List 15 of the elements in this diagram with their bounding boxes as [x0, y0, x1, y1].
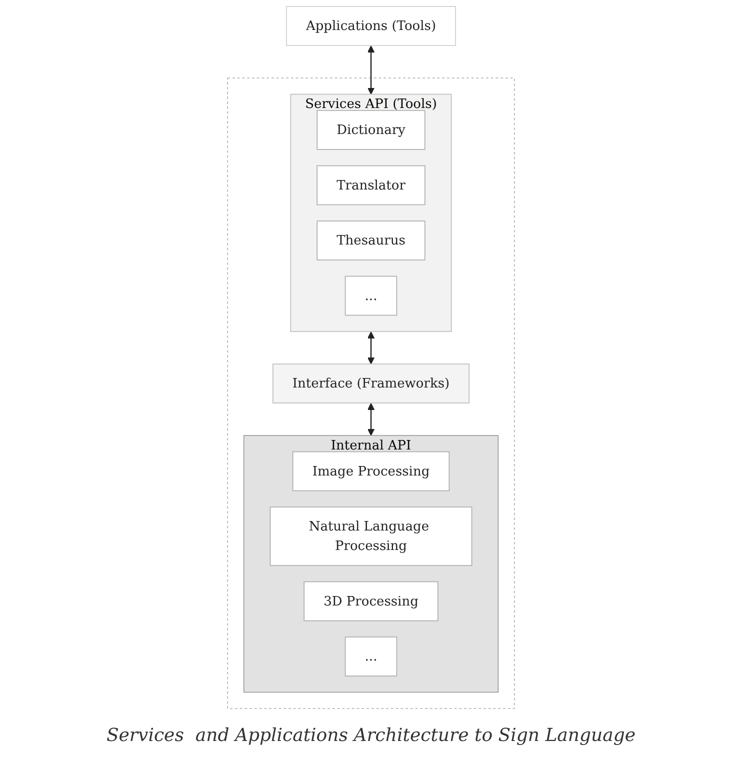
node-box: Interface (Frameworks) [272, 364, 470, 404]
node-box: Thesaurus [316, 220, 426, 260]
node-box: Image Processing [292, 451, 450, 492]
node-box: Translator [316, 165, 426, 206]
arrow [367, 332, 375, 364]
caption: Services and Applications Architecture to Sign Language [105, 725, 637, 746]
node-box: Dictionary [316, 110, 426, 150]
cluster [227, 78, 515, 709]
node-box: Applications (Tools) [286, 6, 456, 46]
arrow [367, 403, 375, 436]
node-box: Natural Language Processing [270, 506, 472, 566]
node-box: 3D Processing [304, 581, 438, 622]
arrow [367, 46, 375, 95]
node-box: ... [344, 636, 398, 676]
node-box: ... [344, 276, 398, 316]
